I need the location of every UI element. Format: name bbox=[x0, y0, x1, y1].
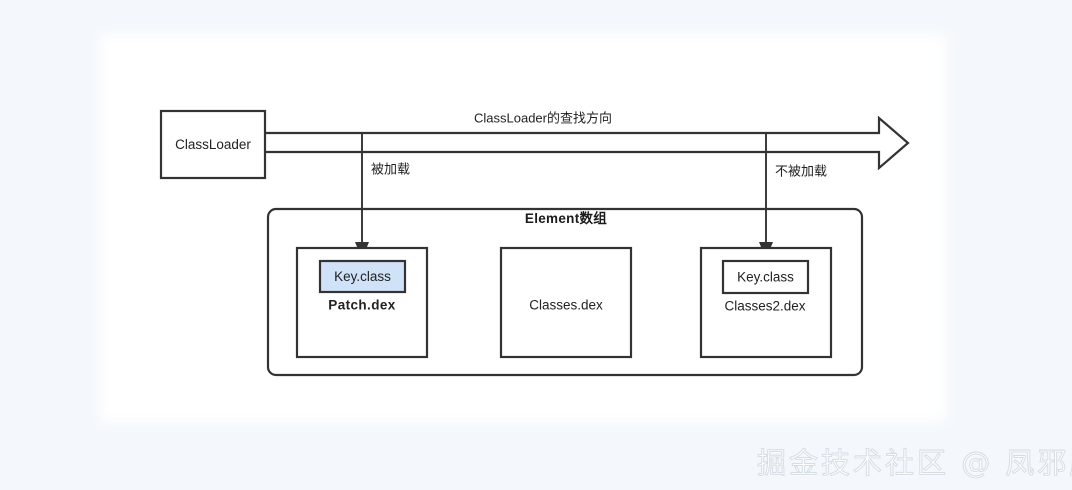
classes-dex-label: Classes.dex bbox=[529, 298, 603, 313]
watermark: 掘金技术社区 @ 凤邪摩羯 bbox=[756, 446, 1072, 481]
patch-dex-label: Patch.dex bbox=[328, 298, 395, 313]
patch-dex-key-class-label: Key.class bbox=[334, 269, 391, 284]
element-array-container: Element数组 bbox=[266, 207, 864, 377]
search-direction-arrow: ClassLoader的查找方向 bbox=[265, 110, 910, 171]
branch-not-loaded-label: 不被加载 bbox=[775, 163, 827, 178]
search-direction-arrow-label: ClassLoader的查找方向 bbox=[474, 110, 612, 125]
classloader-box-label: ClassLoader bbox=[175, 137, 251, 152]
element-array-title: Element数组 bbox=[525, 210, 607, 226]
classloader-box: ClassLoader bbox=[159, 109, 267, 180]
element-slot-classes-dex: Classes.dex bbox=[499, 246, 633, 359]
patch-dex-key-class-box bbox=[318, 259, 407, 294]
element-slot-classes2-dex: Key.class Classes2.dex bbox=[699, 246, 833, 359]
branch-loaded-label: 被加载 bbox=[371, 161, 410, 176]
classes2-dex-key-class-label: Key.class bbox=[737, 270, 794, 285]
element-slot-patch-dex: Key.class Patch.dex bbox=[295, 246, 429, 359]
classes2-dex-label: Classes2.dex bbox=[724, 299, 805, 314]
classes2-dex-key-class-box bbox=[721, 259, 810, 295]
